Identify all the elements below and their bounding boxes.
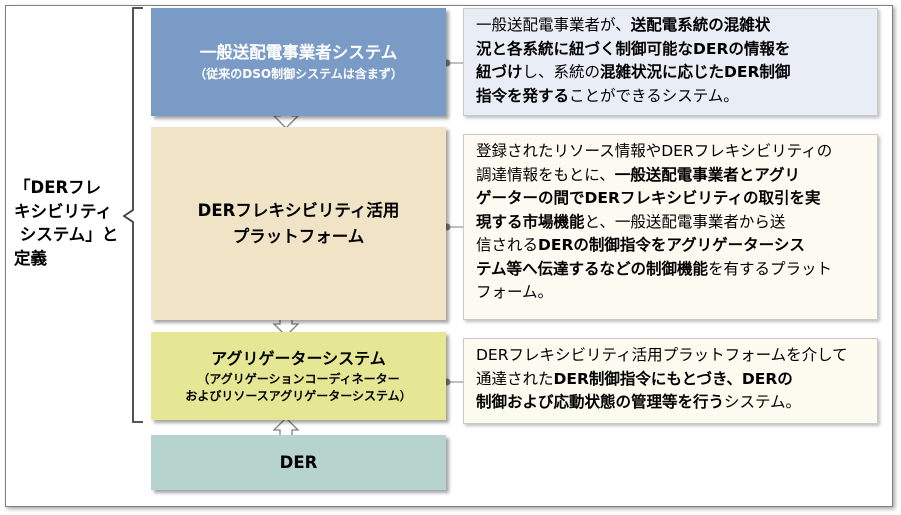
aggregator-system-subtitle-line: （アグリゲーションコーディネーター <box>197 372 400 386</box>
platform-title-line: プラットフォーム <box>232 226 365 246</box>
description-text: し、系統の <box>522 63 601 81</box>
description-emphasis: 指令を発する <box>476 86 570 105</box>
dso-system-description: 一般送配電事業者が、送配電系統の混雑状況と各系統に紐づく制御可能なDERの情報を… <box>463 8 878 116</box>
der-box: DER <box>151 435 446 490</box>
aggregator-system-box: アグリゲーターシステム （アグリゲーションコーディネーター およびリソースアグリ… <box>151 332 446 420</box>
description-emphasis: 紐づけ <box>476 63 523 81</box>
description-line: 一般送配電事業者が、送配電系統の混雑状 <box>476 14 867 38</box>
description-line: フォーム。 <box>476 281 867 305</box>
description-emphasis: 制御および応動状態の管理等を行う <box>476 393 725 411</box>
aggregator-system-title: アグリゲーターシステム <box>211 349 386 368</box>
description-text: 登録されたリソース情報やDERフレキシビリティの <box>476 142 833 160</box>
description-line: 現する市場機能と、一般送配電事業者から送 <box>476 211 867 235</box>
description-emphasis: 送配電系統の混雑状 <box>630 16 771 34</box>
description-line: 信されるDERの制御指令をアグリゲーターシス <box>476 234 867 258</box>
definition-label-line: システム」と <box>14 225 119 244</box>
description-text: 信される <box>476 236 539 254</box>
description-line: 登録されたリソース情報やDERフレキシビリティの <box>476 140 867 164</box>
description-line: 制御および応動状態の管理等を行うシステム。 <box>476 391 867 415</box>
description-line: テム等へ伝達するなどの制御機能を有するプラット <box>476 258 867 282</box>
description-line: 指令を発することができるシステム。 <box>476 85 867 109</box>
definition-label-line: 定義 <box>14 248 47 268</box>
description-text: DERフレキシビリティ活用プラットフォームを介して <box>476 346 848 364</box>
definition-label-line: キシビリティ <box>14 201 113 221</box>
description-line: 通達されたDER制御指令にもとづき、DERの <box>476 368 867 392</box>
description-emphasis: DERの制御指令をアグリゲーターシス <box>538 236 805 254</box>
description-emphasis: 現する市場機能 <box>476 212 585 231</box>
aggregator-system-subtitle-line: およびリソースアグリゲーターシステム） <box>185 389 412 403</box>
definition-label-line: 「DERフレ <box>14 178 102 197</box>
dso-system-subtitle: （従来のDSO制御システムは含まず） <box>194 67 403 81</box>
definition-label: 「DERフレ キシビリティ システム」と 定義 <box>14 176 124 270</box>
description-emphasis: 況と各系統に紐づく制御可能なDERの情報を <box>476 39 791 58</box>
description-text: を有するプラット <box>708 259 833 278</box>
description-text: ことができるシステム。 <box>569 86 739 105</box>
dso-system-box: 一般送配電事業者システム （従来のDSO制御システムは含まず） <box>151 8 446 116</box>
platform-box: DERフレキシビリティ活用 プラットフォーム <box>151 127 446 320</box>
description-text: フォーム。 <box>476 283 554 301</box>
description-emphasis: テム等へ伝達するなどの制御機能 <box>476 259 709 278</box>
description-line: DERフレキシビリティ活用プラットフォームを介して <box>476 344 867 368</box>
description-emphasis: ゲーターの間でDERフレキシビリティの取引を実 <box>476 189 821 207</box>
platform-title-line: DERフレキシビリティ活用 <box>197 200 400 220</box>
dso-system-title: 一般送配電事業者システム <box>199 43 398 62</box>
description-emphasis: 混雑状況に応じたDER制御 <box>600 63 791 81</box>
description-text: と、一般送配電事業者から送 <box>584 212 786 231</box>
description-text: 調達情報をもとに、 <box>476 165 615 184</box>
description-emphasis: 一般送配電事業者とアグリ <box>614 165 800 184</box>
aggregator-system-description: DERフレキシビリティ活用プラットフォームを介して通達されたDER制御指令にもと… <box>463 338 878 424</box>
description-line: ゲーターの間でDERフレキシビリティの取引を実 <box>476 187 867 211</box>
description-text: 通達された <box>476 369 554 388</box>
description-text: 一般送配電事業者が、 <box>476 16 631 34</box>
definition-bracket <box>122 7 143 423</box>
description-line: 調達情報をもとに、一般送配電事業者とアグリ <box>476 164 867 188</box>
description-emphasis: DER制御指令にもとづき、DERの <box>553 369 793 388</box>
description-line: 況と各系統に紐づく制御可能なDERの情報を <box>476 38 867 62</box>
description-line: 紐づけし、系統の混雑状況に応じたDER制御 <box>476 61 867 85</box>
platform-description: 登録されたリソース情報やDERフレキシビリティの調達情報をもとに、一般送配電事業… <box>463 134 878 320</box>
der-title: DER <box>279 452 318 472</box>
description-text: システム。 <box>724 393 802 411</box>
